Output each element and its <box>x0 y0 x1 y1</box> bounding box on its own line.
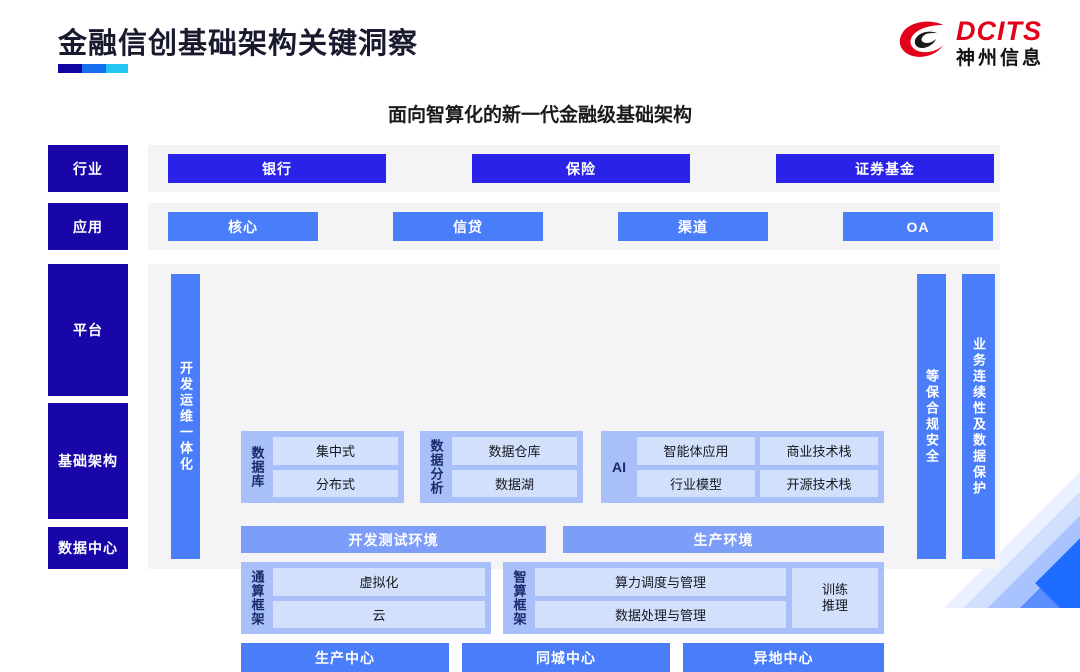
training-label: 训练 <box>821 581 848 597</box>
application-item-credit[interactable]: 信贷 <box>393 212 543 241</box>
group-data-analysis: 数据分析 数据仓库 数据湖 <box>420 431 583 503</box>
group-tag-general-compute: 通算框架 <box>247 568 267 628</box>
datacenter-item-production[interactable]: 生产中心 <box>241 643 449 672</box>
group-database: 数据库 集中式 分布式 <box>241 431 404 503</box>
cell-training-inference[interactable]: 训练 推理 <box>792 568 878 628</box>
underline-segment-cyan <box>106 64 128 73</box>
layer-label-platform: 平台 <box>48 264 128 396</box>
layer-label-datacenter: 数据中心 <box>48 527 128 569</box>
cell-opensource-stack[interactable]: 开源技术栈 <box>760 469 878 497</box>
group-rows-ai: 智能体应用 商业技术栈 行业模型 开源技术栈 <box>637 437 878 497</box>
page-header: 金融信创基础架构关键洞察 DCITS 神州信息 <box>0 0 1080 92</box>
cell-data-lake[interactable]: 数据湖 <box>452 469 577 497</box>
cell-agent-application[interactable]: 智能体应用 <box>637 437 755 465</box>
cell-commercial-stack[interactable]: 商业技术栈 <box>760 437 878 465</box>
application-item-channel[interactable]: 渠道 <box>618 212 768 241</box>
group-rows-data-analysis: 数据仓库 数据湖 <box>452 437 577 497</box>
application-item-oa[interactable]: OA <box>843 212 993 241</box>
cell-centralized[interactable]: 集中式 <box>273 437 398 465</box>
group-ai: AI 智能体应用 商业技术栈 行业模型 开源技术栈 <box>601 431 884 503</box>
diagram-subtitle: 面向智算化的新一代金融级基础架构 <box>387 105 692 126</box>
cell-distributed[interactable]: 分布式 <box>273 469 398 497</box>
layer-label-infrastructure: 基础架构 <box>48 403 128 519</box>
logo-wordmark: DCITS 神州信息 <box>955 16 1044 69</box>
cell-cloud[interactable]: 云 <box>273 600 485 628</box>
environment-production[interactable]: 生产环境 <box>563 526 884 553</box>
group-ai-compute: 智算框架 算力调度与管理 数据处理与管理 训练 推理 <box>503 562 884 634</box>
swirl-logo-icon <box>899 21 943 57</box>
vertical-bar-business-continuity: 业务连续性及数据保护 <box>962 274 995 559</box>
group-rows-general-compute: 虚拟化 云 <box>273 568 485 628</box>
industry-item-securities[interactable]: 证券基金 <box>776 154 994 183</box>
group-rows-database: 集中式 分布式 <box>273 437 398 497</box>
group-rows-ai-compute: 算力调度与管理 数据处理与管理 <box>535 568 786 628</box>
logo-text-en: DCITS <box>955 16 1042 46</box>
industry-item-insurance[interactable]: 保险 <box>472 154 690 183</box>
title-underline <box>58 64 128 73</box>
datacenter-item-same-city[interactable]: 同城中心 <box>462 643 670 672</box>
group-general-compute: 通算框架 虚拟化 云 <box>241 562 491 634</box>
page-title: 金融信创基础架构关键洞察 <box>58 28 419 60</box>
vertical-bar-devops: 开发运维一体化 <box>171 274 200 559</box>
environment-dev-test[interactable]: 开发测试环境 <box>241 526 546 553</box>
underline-segment-blue <box>82 64 106 73</box>
logo-text-cn: 神州信息 <box>955 48 1044 69</box>
cell-data-processing[interactable]: 数据处理与管理 <box>535 600 786 628</box>
architecture-diagram: 行业 应用 平台 基础架构 数据中心 银行 保险 证券基金 核心 信贷 渠道 O… <box>0 140 1080 672</box>
vertical-bar-security-compliance: 等保合规安全 <box>917 274 946 559</box>
industry-item-bank[interactable]: 银行 <box>168 154 386 183</box>
underline-segment-navy <box>58 64 82 73</box>
cell-compute-scheduling[interactable]: 算力调度与管理 <box>535 568 786 596</box>
panel-platform-infrastructure <box>148 264 1000 569</box>
group-tag-database: 数据库 <box>247 437 267 497</box>
group-tag-ai: AI <box>612 459 626 475</box>
group-tag-data-analysis: 数据分析 <box>426 437 446 497</box>
group-tag-ai-compute: 智算框架 <box>509 568 529 628</box>
layer-label-industry: 行业 <box>48 145 128 192</box>
application-item-core[interactable]: 核心 <box>168 212 318 241</box>
cell-virtualization[interactable]: 虚拟化 <box>273 568 485 596</box>
brand-logo: DCITS 神州信息 <box>897 18 1044 68</box>
cell-data-warehouse[interactable]: 数据仓库 <box>452 437 577 465</box>
datacenter-item-remote[interactable]: 异地中心 <box>683 643 884 672</box>
cell-industry-model[interactable]: 行业模型 <box>637 469 755 497</box>
inference-label: 推理 <box>821 598 848 613</box>
layer-label-application: 应用 <box>48 203 128 250</box>
